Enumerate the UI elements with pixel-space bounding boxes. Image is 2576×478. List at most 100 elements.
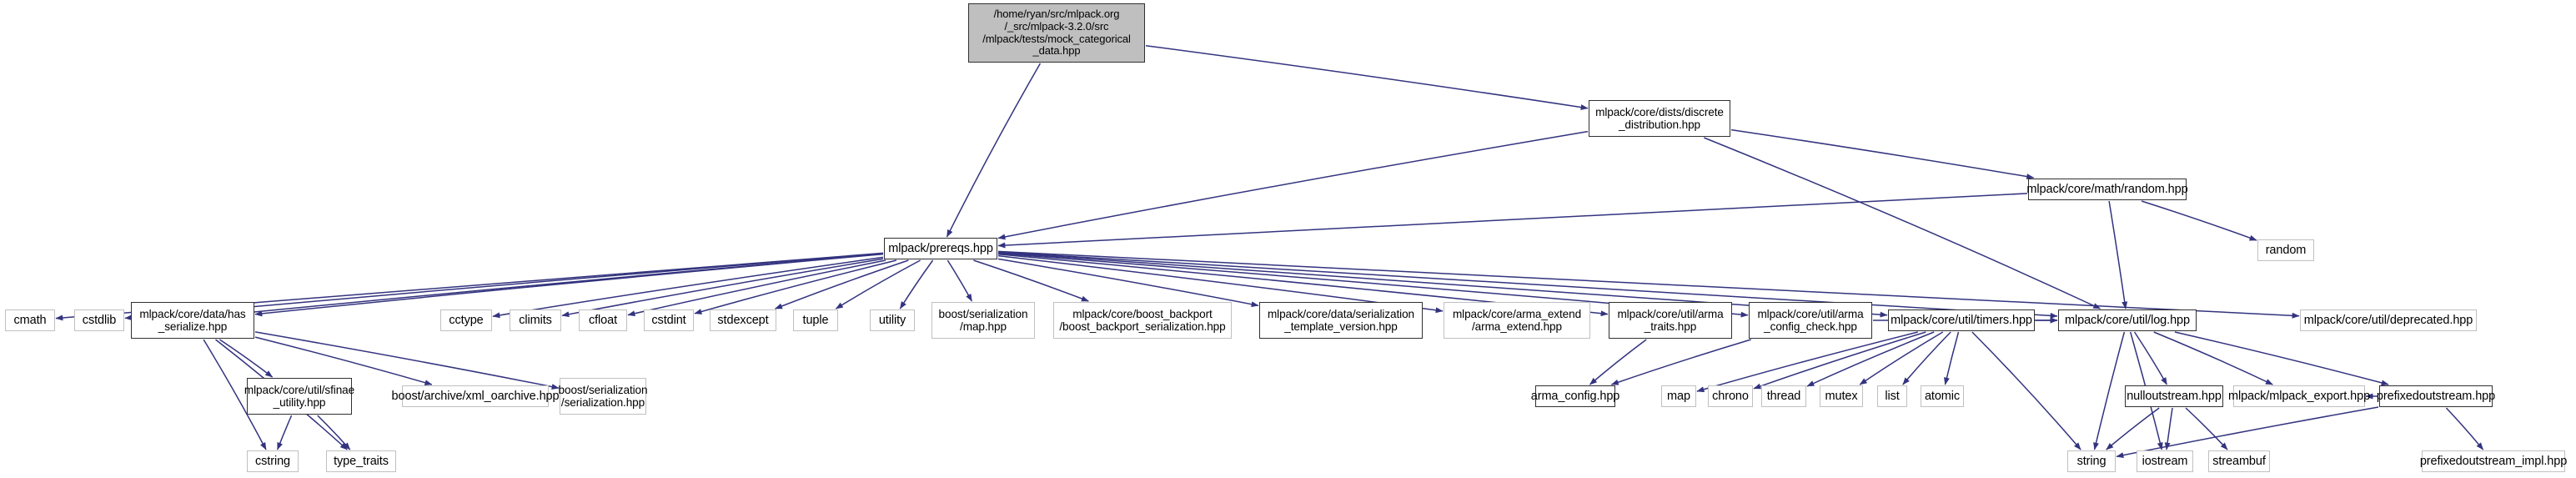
graph-node-label: mlpack/core/data/has _serialize.hpp: [139, 307, 246, 333]
graph-node-nullout[interactable]: nulloutstream.hpp: [2125, 385, 2223, 407]
graph-node-label: boost/serialization /serialization.hpp: [558, 383, 648, 409]
graph-node-label: mlpack/core/util/timers.hpp: [1891, 313, 2032, 327]
graph-edge-prereqs-to-cstdint: [694, 259, 897, 314]
graph-edge-prereqs-to-climits: [561, 258, 884, 318]
graph-node-label: nulloutstream.hpp: [2127, 389, 2222, 403]
graph-node-label: tuple: [802, 313, 829, 327]
graph-edge-timers-to-chrono: [1753, 331, 1926, 390]
graph-edge-armatraits-to-armaconfig: [1589, 339, 1647, 385]
graph-edge-prereqs-to-cstdio: [193, 253, 884, 320]
graph-edge-root-to-prereqs: [946, 63, 1042, 238]
graph-node-stdexcept[interactable]: stdexcept: [710, 309, 776, 331]
graph-node-root[interactable]: /home/ryan/src/mlpack.org /_src/mlpack-3…: [968, 3, 1145, 63]
graph-edge-mathrandom-to-prereqs: [997, 193, 2028, 249]
graph-edge-armacfgchk-to-armaconfig: [1610, 339, 1751, 385]
graph-node-label: mlpack/core/util/sfinae _utility.hpp: [244, 383, 355, 409]
graph-node-label: mlpack/core/util/log.hpp: [2065, 313, 2190, 327]
graph-node-typetraits[interactable]: type_traits: [326, 450, 396, 472]
graph-node-label: mlpack/core/boost_backport /boost_backpo…: [1059, 307, 1226, 333]
graph-node-tuple[interactable]: tuple: [793, 309, 838, 331]
graph-node-label: climits: [519, 313, 552, 327]
graph-edge-sfinae-to-cstring: [277, 415, 293, 450]
graph-node-map[interactable]: map: [1661, 385, 1696, 407]
graph-node-atomic[interactable]: atomic: [1921, 385, 1964, 407]
graph-edge-prefixed-to-string: [2116, 406, 2379, 459]
graph-node-prefimpl[interactable]: prefixedoutstream_impl.hpp: [2420, 450, 2567, 472]
graph-node-armaextend[interactable]: mlpack/core/arma_extend /arma_extend.hpp: [1444, 302, 1590, 339]
graph-node-label: cstdint: [651, 313, 686, 327]
graph-edge-prereqs-to-has_ser: [254, 253, 884, 317]
graph-node-cfloat[interactable]: cfloat: [579, 309, 627, 331]
graph-node-label: mlpack/core/util/arma _traits.hpp: [1617, 307, 1724, 333]
graph-node-label: boost/archive/xml_oarchive.hpp: [391, 389, 560, 403]
graph-node-label: chrono: [1712, 389, 1749, 403]
graph-edge-discrete-to-prereqs: [997, 130, 1589, 240]
graph-node-random[interactable]: random: [2257, 239, 2314, 261]
graph-node-label: type_traits: [334, 454, 389, 468]
graph-edge-discrete-to-log: [1704, 137, 2101, 309]
graph-node-label: streambuf: [2212, 454, 2266, 468]
graph-node-cctype[interactable]: cctype: [440, 309, 492, 331]
graph-node-armatraits[interactable]: mlpack/core/util/arma _traits.hpp: [1609, 302, 1732, 339]
graph-edge-timers-to-list: [1902, 331, 1951, 385]
graph-node-label: /home/ryan/src/mlpack.org /_src/mlpack-3…: [982, 8, 1131, 58]
graph-node-label: string: [2076, 454, 2106, 468]
graph-node-cstdlib[interactable]: cstdlib: [74, 309, 124, 331]
graph-node-cmath[interactable]: cmath: [5, 309, 55, 331]
graph-edge-log-to-nullout: [2133, 331, 2168, 385]
graph-node-label: list: [1885, 389, 1900, 403]
graph-edge-nullout-to-string: [2106, 407, 2160, 450]
graph-node-label: mutex: [1825, 389, 1858, 403]
graph-node-log[interactable]: mlpack/core/util/log.hpp: [2058, 309, 2197, 331]
graph-node-deprecated[interactable]: mlpack/core/util/deprecated.hpp: [2300, 309, 2477, 331]
graph-edge-timers-to-atomic: [1944, 331, 1960, 385]
graph-node-label: prefixedoutstream_impl.hpp: [2419, 454, 2568, 468]
graph-node-label: cfloat: [588, 313, 618, 327]
graph-node-climits[interactable]: climits: [510, 309, 561, 331]
graph-node-streambuf[interactable]: streambuf: [2208, 450, 2270, 472]
graph-node-xmloar[interactable]: boost/archive/xml_oarchive.hpp: [392, 385, 560, 407]
graph-node-string[interactable]: string: [2067, 450, 2116, 472]
graph-node-label: prefixedoutstream.hpp: [2376, 389, 2496, 403]
graph-node-sfinae[interactable]: mlpack/core/util/sfinae _utility.hpp: [244, 378, 354, 415]
graph-edge-discrete-to-mathrandom: [1730, 128, 2035, 180]
graph-node-iostream[interactable]: iostream: [2137, 450, 2193, 472]
graph-node-export[interactable]: mlpack/mlpack_export.hpp: [2228, 385, 2370, 407]
graph-edge-nullout-to-iostream: [2164, 407, 2173, 450]
graph-node-utility[interactable]: utility: [870, 309, 915, 331]
graph-node-boostser[interactable]: boost/serialization /serialization.hpp: [559, 378, 648, 415]
graph-node-cstdint[interactable]: cstdint: [644, 309, 694, 331]
graph-edge-prereqs-to-backport: [973, 259, 1089, 302]
graph-edge-prereqs-to-sertmpl: [997, 258, 1259, 308]
graph-node-prefixed[interactable]: prefixedoutstream.hpp: [2377, 385, 2495, 407]
graph-node-has_ser[interactable]: mlpack/core/data/has _serialize.hpp: [131, 302, 254, 339]
graph-node-label: utility: [878, 313, 906, 327]
graph-node-boostmap[interactable]: boost/serialization /map.hpp: [931, 302, 1035, 339]
graph-edge-timers-to-string: [1971, 331, 2081, 450]
graph-node-sertmpl[interactable]: mlpack/core/data/serialization _template…: [1259, 302, 1423, 339]
graph-node-label: mlpack/core/math/random.hpp: [2026, 182, 2188, 196]
graph-edge-prereqs-to-boostmap: [947, 259, 973, 302]
graph-node-discrete[interactable]: mlpack/core/dists/discrete _distribution…: [1589, 100, 1730, 137]
graph-edge-nullout-to-streambuf: [2185, 407, 2228, 450]
graph-node-timers[interactable]: mlpack/core/util/timers.hpp: [1888, 309, 2035, 331]
graph-node-cstring[interactable]: cstring: [247, 450, 299, 472]
graph-edge-sfinae-to-typetraits: [317, 415, 351, 450]
graph-node-backport[interactable]: mlpack/core/boost_backport /boost_backpo…: [1053, 302, 1232, 339]
graph-node-thread[interactable]: thread: [1761, 385, 1806, 407]
graph-node-chrono[interactable]: chrono: [1708, 385, 1753, 407]
graph-edge-root-to-discrete: [1145, 44, 1589, 110]
graph-node-armaconfig[interactable]: arma_config.hpp: [1531, 385, 1619, 407]
graph-node-mathrandom[interactable]: mlpack/core/math/random.hpp: [2026, 179, 2188, 200]
graph-node-prereqs[interactable]: mlpack/prereqs.hpp: [884, 238, 997, 259]
graph-edge-timers-to-map: [1696, 331, 1918, 393]
graph-node-label: map: [1667, 389, 1690, 403]
graph-node-list[interactable]: list: [1877, 385, 1907, 407]
graph-node-mutex[interactable]: mutex: [1820, 385, 1863, 407]
graph-node-label: mlpack/core/arma_extend /arma_extend.hpp: [1452, 307, 1582, 333]
graph-node-label: stdexcept: [717, 313, 769, 327]
graph-edge-prereqs-to-stdexcept: [775, 259, 909, 309]
graph-edge-prereqs-to-utility: [899, 259, 934, 309]
graph-node-armacfgchk[interactable]: mlpack/core/util/arma _config_check.hpp: [1749, 302, 1872, 339]
